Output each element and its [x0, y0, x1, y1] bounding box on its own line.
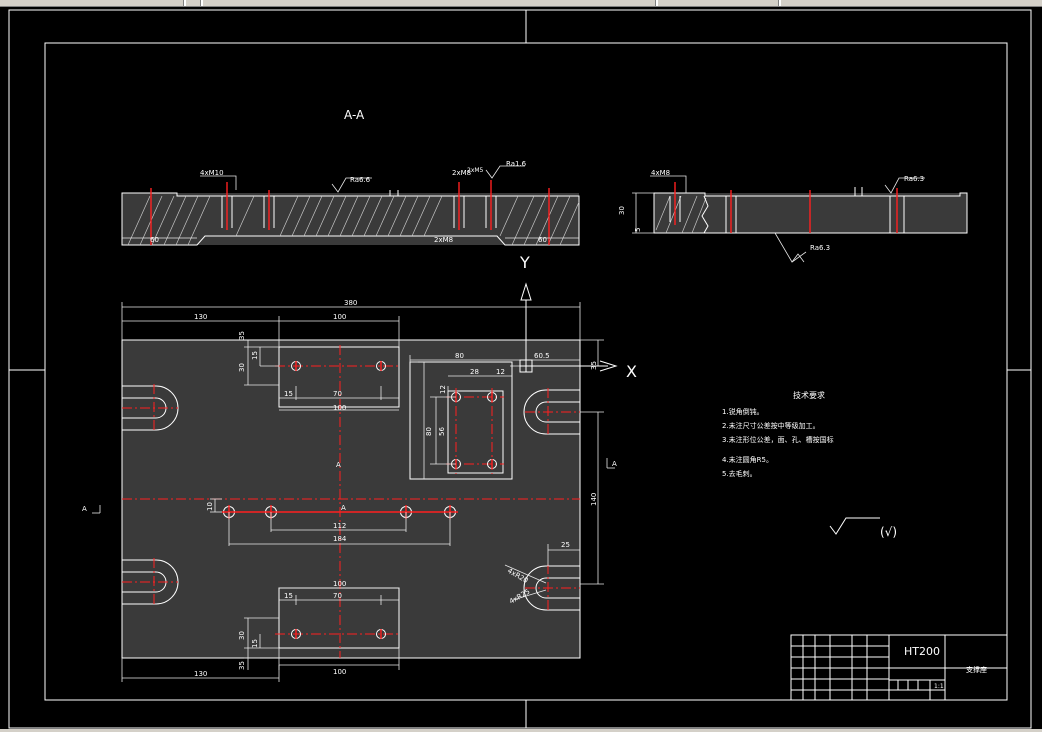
- tech-item-5: 5.去毛刺。: [722, 469, 757, 478]
- tech-item-4: 4.未注圆角R5。: [722, 455, 773, 464]
- note-2xm5: 2xM5: [467, 167, 484, 174]
- section-marker-right: A: [612, 460, 617, 468]
- dim-80-horizontal: 80: [455, 352, 464, 360]
- axis-x-label: X: [626, 362, 637, 381]
- dim-25: 25: [561, 541, 570, 549]
- roughness-symbol-icon: [829, 517, 880, 535]
- dim-130-top: 130: [194, 313, 207, 321]
- roughness-ra63-top: Ra6.3: [904, 175, 924, 183]
- note-4xm10: 4xM10: [200, 169, 224, 177]
- dim-30-bottom: 30: [238, 631, 246, 640]
- dim-70-top: 70: [333, 390, 342, 398]
- tech-item-1: 1.锐角倒钝。: [722, 407, 764, 416]
- dim-112: 112: [333, 522, 346, 530]
- section-right-view: 4xM8 Ra6.3 Ra6.3 30 5: [618, 169, 968, 263]
- roughness-ra6: Ra6.6: [350, 176, 371, 184]
- roughness-ra63-bottom: Ra6.3: [810, 244, 830, 252]
- dim-70-bottom: 70: [333, 592, 342, 600]
- dim-35-top: 35: [238, 331, 246, 340]
- dim-80-vertical: 80: [425, 427, 433, 436]
- section-left-view: 60 60 4xM10 2xM8 2xM5 2xM8 Ra6.6 Ra1.6: [121, 160, 580, 246]
- dim-30-section: 30: [618, 206, 626, 215]
- dim-30-top: 30: [238, 363, 246, 372]
- tech-item-2: 2.未注尺寸公差按中等级加工。: [722, 421, 820, 430]
- dim-60-5: 60.5: [534, 352, 550, 360]
- dim-5-section: 5: [634, 228, 642, 232]
- toolbar-separator: [655, 0, 658, 6]
- dim-10: 10: [206, 502, 214, 511]
- toolbar-separator: [200, 0, 203, 6]
- paper-outline: [8, 9, 1032, 729]
- tech-title: 技术要求: [793, 390, 825, 400]
- toolbar-separator: [778, 0, 781, 6]
- dim-140: 140: [590, 493, 598, 506]
- dim-15-top-row: 15: [284, 390, 293, 398]
- dim-100-top: 100: [333, 313, 346, 321]
- dim-380: 380: [344, 299, 357, 307]
- scale-label: 1:1: [934, 683, 944, 690]
- dim-100-top-pocket: 100: [333, 404, 346, 412]
- window-toolbar-strip: [0, 0, 1042, 7]
- note-2xm8-top: 2xM8: [452, 169, 471, 177]
- status-strip: [0, 729, 1042, 732]
- part-name: 支撑座: [966, 665, 987, 674]
- dim-15-top: 15: [251, 351, 259, 360]
- dim-15-bottom: 15: [251, 639, 259, 648]
- dim-15-bottom-row: 15: [284, 592, 293, 600]
- title-block: [790, 634, 1008, 701]
- material-label: HT200: [904, 645, 940, 658]
- tech-item-3: 3.未注形位公差，面、孔、槽按国标: [722, 435, 834, 444]
- toolbar-separator: [183, 0, 186, 6]
- dim-35-right: 35: [590, 361, 598, 370]
- dim-28: 28: [470, 368, 479, 376]
- roughness-bracket: (√): [880, 525, 897, 539]
- section-marker-left: A: [82, 505, 87, 513]
- dim-35-bottom: 35: [238, 661, 246, 670]
- dim-130-bottom: 130: [194, 670, 207, 678]
- section-title: A-A: [344, 108, 365, 122]
- section-marker-center-bottom: A: [341, 504, 346, 512]
- dim-100-bottom: 100: [333, 668, 346, 676]
- plan-view: Y X 380 130 100 80 60.5 28 12 35 15 30 1…: [82, 253, 637, 682]
- centering-marks: [9, 10, 1031, 728]
- dim-184: 184: [333, 535, 347, 543]
- roughness-ra16: Ra1.6: [506, 160, 527, 168]
- note-4xm8: 4xM8: [651, 169, 670, 177]
- dim-12-vertical: 12: [439, 385, 447, 394]
- axis-y-label: Y: [519, 253, 530, 272]
- section-marker-center-top: A: [336, 461, 341, 469]
- dim-100-bottom-pocket: 100: [333, 580, 346, 588]
- dim-60-right: 60: [538, 236, 547, 244]
- tech-requirements: 技术要求 1.锐角倒钝。 2.未注尺寸公差按中等级加工。 3.未注形位公差，面、…: [722, 390, 834, 478]
- dim-56: 56: [438, 427, 446, 436]
- dim-60-left: 60: [150, 236, 159, 244]
- note-2xm8-bottom: 2xM8: [434, 236, 453, 244]
- dim-12-horizontal: 12: [496, 368, 505, 376]
